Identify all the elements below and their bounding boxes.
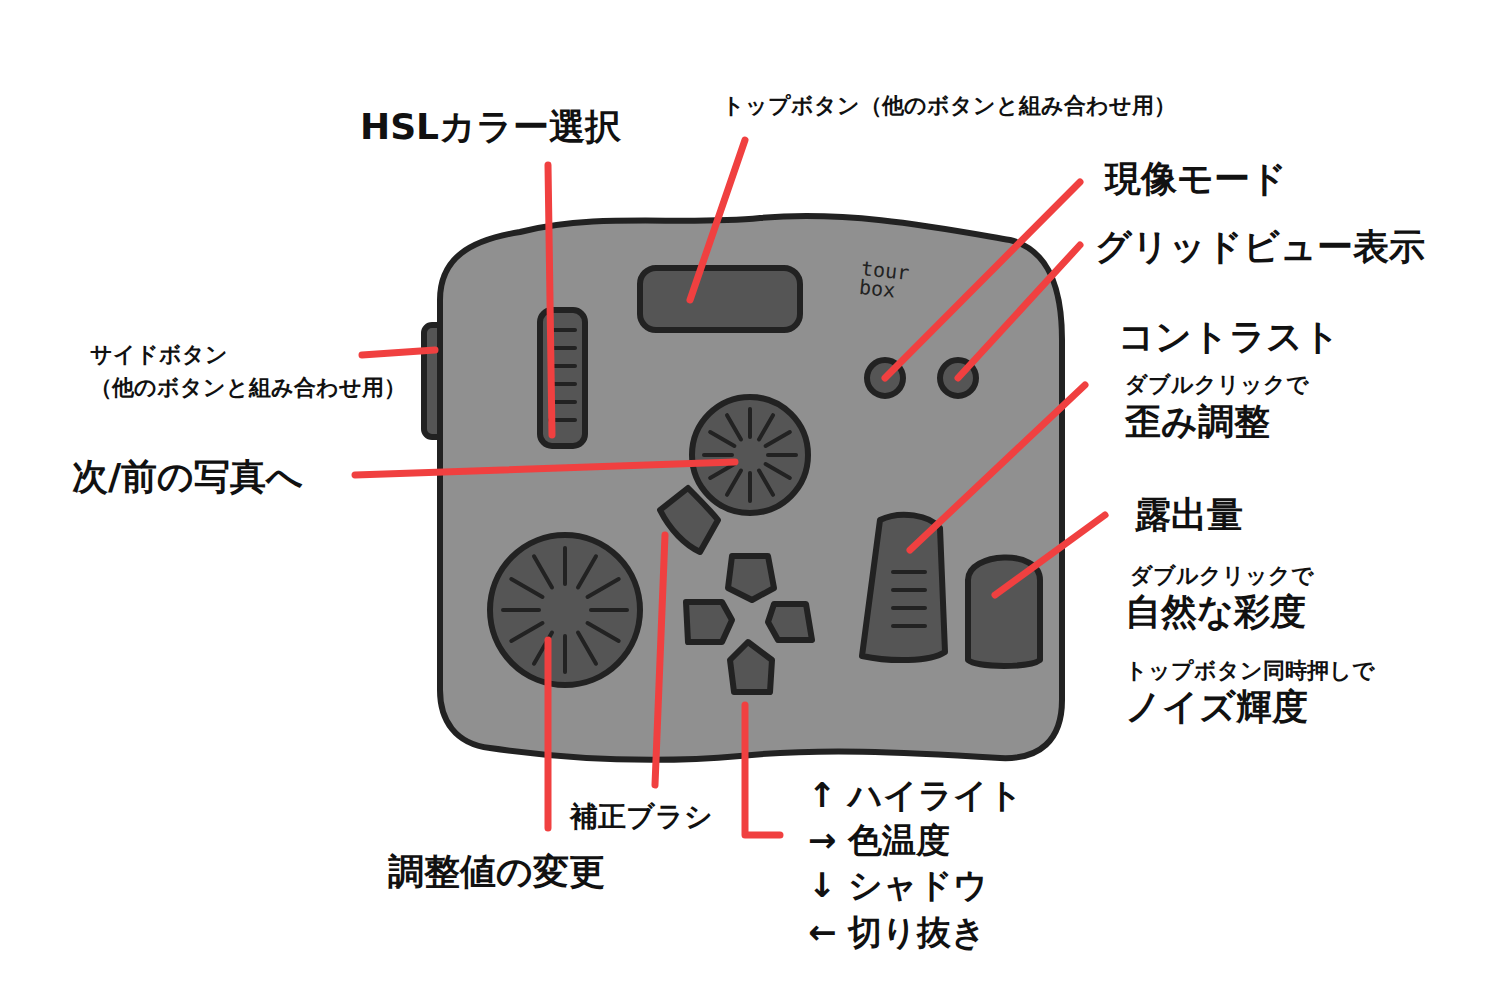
leader-line bbox=[545, 640, 552, 828]
leader-lines bbox=[355, 140, 1105, 835]
callout-label: コントラスト bbox=[1118, 315, 1340, 358]
ridge-stroke bbox=[766, 464, 790, 478]
callout-label: ↑ ハイライト bbox=[808, 775, 1023, 816]
callout-label: HSLカラー選択 bbox=[360, 105, 621, 148]
ridge-stroke bbox=[766, 432, 790, 446]
callout-label: 補正ブラシ bbox=[570, 800, 713, 834]
leader-line bbox=[655, 535, 665, 785]
callout-label: トップボタン同時押しで bbox=[1125, 658, 1375, 684]
brush-button bbox=[660, 488, 718, 552]
brand-logo: tour box bbox=[858, 259, 922, 303]
ridge-stroke bbox=[893, 606, 925, 610]
leader-line bbox=[355, 462, 735, 475]
leader-line bbox=[690, 140, 745, 300]
ridge-stroke bbox=[759, 471, 773, 495]
leader-line bbox=[910, 385, 1085, 550]
ridge-stroke bbox=[511, 623, 542, 641]
dpad-left bbox=[686, 602, 732, 642]
ridge-stroke bbox=[578, 556, 596, 587]
leader-line bbox=[885, 182, 1080, 378]
callout-label: 歪み調整 bbox=[1125, 400, 1270, 443]
leader-line bbox=[362, 350, 435, 355]
ridge-stroke bbox=[748, 473, 752, 501]
top-button bbox=[640, 268, 800, 330]
hsl-roller bbox=[540, 310, 585, 446]
callout-label: ダブルクリックで bbox=[1125, 372, 1309, 398]
big-knob bbox=[490, 535, 640, 685]
ridge-stroke bbox=[704, 453, 732, 457]
ridge-stroke bbox=[893, 624, 925, 628]
callout-label: → 色温度 bbox=[808, 820, 950, 861]
callout-label: 次/前の写真へ bbox=[72, 455, 303, 498]
contrast-knob bbox=[862, 515, 945, 660]
callout-label: サイドボタン （他のボタンと組み合わせ用） bbox=[90, 338, 430, 404]
callout-label: 露出量 bbox=[1135, 493, 1243, 536]
callout-label: 現像モード bbox=[1105, 157, 1287, 200]
scroll-wheel bbox=[692, 397, 808, 513]
callout-label: トップボタン（他のボタンと組み合わせ用） bbox=[722, 93, 1176, 119]
dpad-down bbox=[730, 642, 772, 692]
callout-label: 自然な彩度 bbox=[1125, 590, 1306, 633]
callout-label: ↓ シャドウ bbox=[808, 865, 988, 906]
ridge-stroke bbox=[768, 453, 796, 457]
dpad-up bbox=[728, 556, 774, 600]
callout-label: ノイズ輝度 bbox=[1125, 685, 1308, 728]
ridge-stroke bbox=[578, 633, 596, 664]
ridge-stroke bbox=[727, 415, 741, 439]
ridge-stroke bbox=[563, 636, 567, 672]
callout-label: ← 切り抜き bbox=[808, 912, 986, 953]
callout-label: グリッドビュー表示 bbox=[1095, 225, 1425, 268]
ridge-stroke bbox=[511, 579, 542, 597]
ridge-stroke bbox=[727, 471, 741, 495]
leader-line bbox=[745, 705, 780, 835]
ridge-stroke bbox=[591, 608, 627, 612]
callout-label: 調整値の変更 bbox=[388, 850, 605, 893]
knob-ridges bbox=[503, 330, 925, 672]
ridge-stroke bbox=[588, 623, 619, 641]
ridge-stroke bbox=[503, 608, 539, 612]
ridge-stroke bbox=[893, 588, 925, 592]
ridge-stroke bbox=[759, 415, 773, 439]
leader-line bbox=[995, 515, 1105, 595]
ridge-stroke bbox=[588, 579, 619, 597]
dpad-right bbox=[768, 604, 812, 640]
callout-label: ダブルクリックで bbox=[1130, 563, 1314, 589]
ridge-stroke bbox=[534, 556, 552, 587]
leader-line bbox=[548, 165, 552, 435]
ridge-stroke bbox=[893, 570, 925, 574]
ridge-stroke bbox=[710, 432, 734, 446]
ridge-stroke bbox=[748, 409, 752, 437]
ridge-stroke bbox=[563, 548, 567, 584]
leader-line bbox=[958, 245, 1080, 378]
